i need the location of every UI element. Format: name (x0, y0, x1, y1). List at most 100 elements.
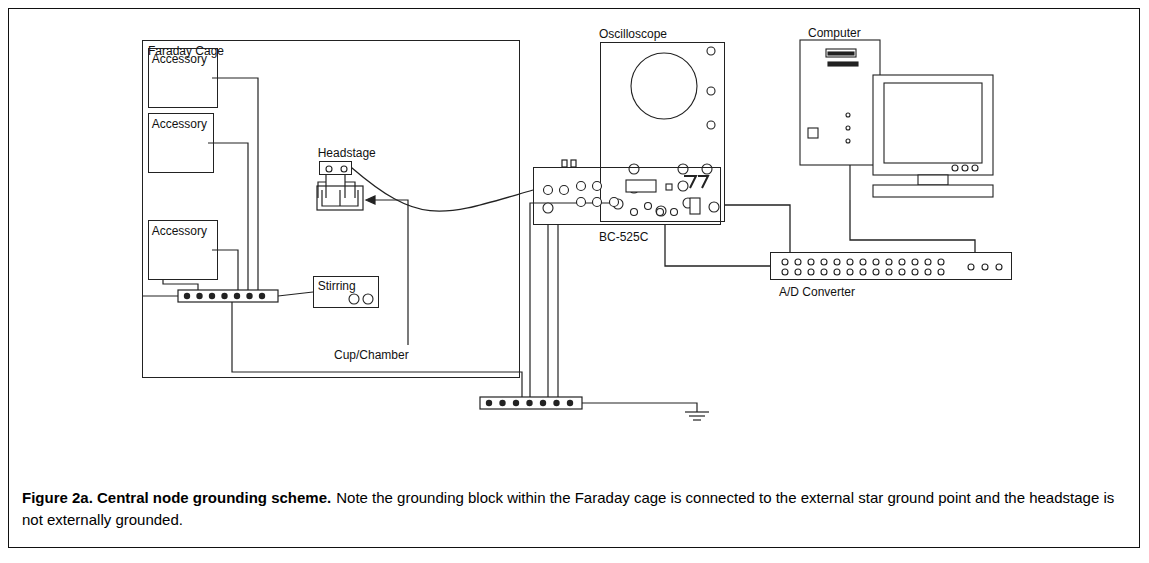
knob-circle (656, 206, 666, 216)
knob-circle (834, 269, 840, 275)
knob-circle (847, 259, 853, 265)
outline-rect (828, 62, 858, 66)
terminal-dot (540, 400, 546, 406)
knob-circle (560, 186, 569, 195)
knob-circle (846, 113, 850, 117)
knob-circle (671, 209, 678, 216)
device-drawing (800, 40, 995, 200)
knob-circle (629, 164, 639, 174)
knob-circle (577, 182, 586, 191)
wire-path (366, 196, 375, 204)
knob-circle (808, 259, 814, 265)
terminal-dot (196, 293, 202, 299)
knob-circle (982, 264, 988, 270)
knob-circle (631, 209, 638, 216)
knob-circle (593, 182, 602, 191)
knob-circle (834, 259, 840, 265)
knob-circle (938, 259, 944, 265)
outline-rect (826, 49, 856, 57)
wire-line (345, 182, 355, 198)
knob-circle (972, 165, 978, 171)
terminal-dot (246, 293, 252, 299)
terminal-dot (259, 293, 265, 299)
knob-circle (886, 259, 892, 265)
device-label: Accessory (152, 224, 207, 238)
knob-circle (782, 259, 788, 265)
knob-circle (678, 164, 688, 174)
wire-line (339, 190, 340, 206)
cable-connector (665, 225, 770, 266)
knob-circle (707, 87, 715, 95)
outline-rect (562, 160, 567, 167)
wire-path (322, 190, 358, 206)
cable-connector (725, 205, 790, 252)
cable-connector (850, 200, 975, 252)
wire-line (208, 143, 248, 290)
wire-line (547, 225, 548, 397)
knob-circle (707, 121, 715, 129)
knob-circle (543, 203, 553, 213)
computer-station: Computer (800, 40, 995, 200)
device-label: Stirring (318, 279, 356, 293)
knob-circle (610, 198, 619, 207)
wire-line (685, 411, 709, 412)
knob-circle (962, 165, 968, 171)
knob-circle (846, 126, 850, 130)
device-label: Oscilloscope (599, 27, 667, 41)
accessory-box: Accessory (148, 113, 214, 173)
knob-circle (702, 164, 712, 174)
terminal-dot (567, 400, 573, 406)
amplifier-box: BC-525C (533, 167, 721, 225)
device-drawing (771, 253, 1013, 281)
oscilloscope-box: Oscilloscope (600, 42, 725, 222)
wire-line (232, 302, 522, 397)
device-drawing (601, 43, 726, 223)
knob-circle (952, 165, 958, 171)
knob-circle (326, 166, 332, 172)
wire-line (278, 292, 313, 296)
caption-title: Figure 2a. Central node grounding scheme… (22, 489, 331, 506)
outline-rect (800, 40, 880, 165)
knob-circle (707, 47, 715, 55)
outline-rect (828, 52, 854, 55)
outline-rect (571, 160, 576, 167)
shape-group (184, 293, 573, 406)
knob-circle (846, 139, 850, 143)
terminal-dot (184, 293, 190, 299)
terminal-dot (526, 400, 532, 406)
outline-rect (884, 83, 982, 163)
knob-circle (899, 259, 905, 265)
outline-rect (918, 175, 948, 185)
stirring-box: Stirring (313, 276, 379, 308)
knob-circle (925, 269, 931, 275)
accessory-box: Accessory (148, 220, 218, 280)
device-label: A/D Converter (779, 285, 855, 299)
knob-circle (996, 264, 1002, 270)
wire-line (212, 250, 238, 290)
knob-circle (782, 269, 788, 275)
knob-circle (860, 269, 866, 275)
device-label: Computer (808, 26, 861, 40)
terminal-dot (513, 400, 519, 406)
wire-line (142, 295, 178, 296)
knob-circle (899, 269, 905, 275)
outline-rect (626, 180, 656, 192)
wire-line (689, 415, 705, 416)
outline-rect (808, 128, 818, 138)
knob-circle (657, 209, 664, 216)
shape-group (142, 78, 709, 420)
wire-line (318, 182, 326, 198)
terminal-dot (234, 293, 240, 299)
knob-circle (925, 259, 931, 265)
knob-circle (886, 269, 892, 275)
headstage-box: Headstage (319, 161, 352, 175)
outline-rect (480, 397, 582, 409)
device-label: Accessory (152, 117, 207, 131)
knob-circle (912, 269, 918, 275)
knob-circle (341, 166, 347, 172)
outline-rect (873, 185, 993, 197)
knob-circle (968, 264, 974, 270)
wire-line (557, 225, 558, 397)
faraday-cage: Faraday CageAccessoryAccessoryAccessoryH… (142, 40, 520, 378)
pointer-label: Cup/Chamber (333, 348, 410, 362)
